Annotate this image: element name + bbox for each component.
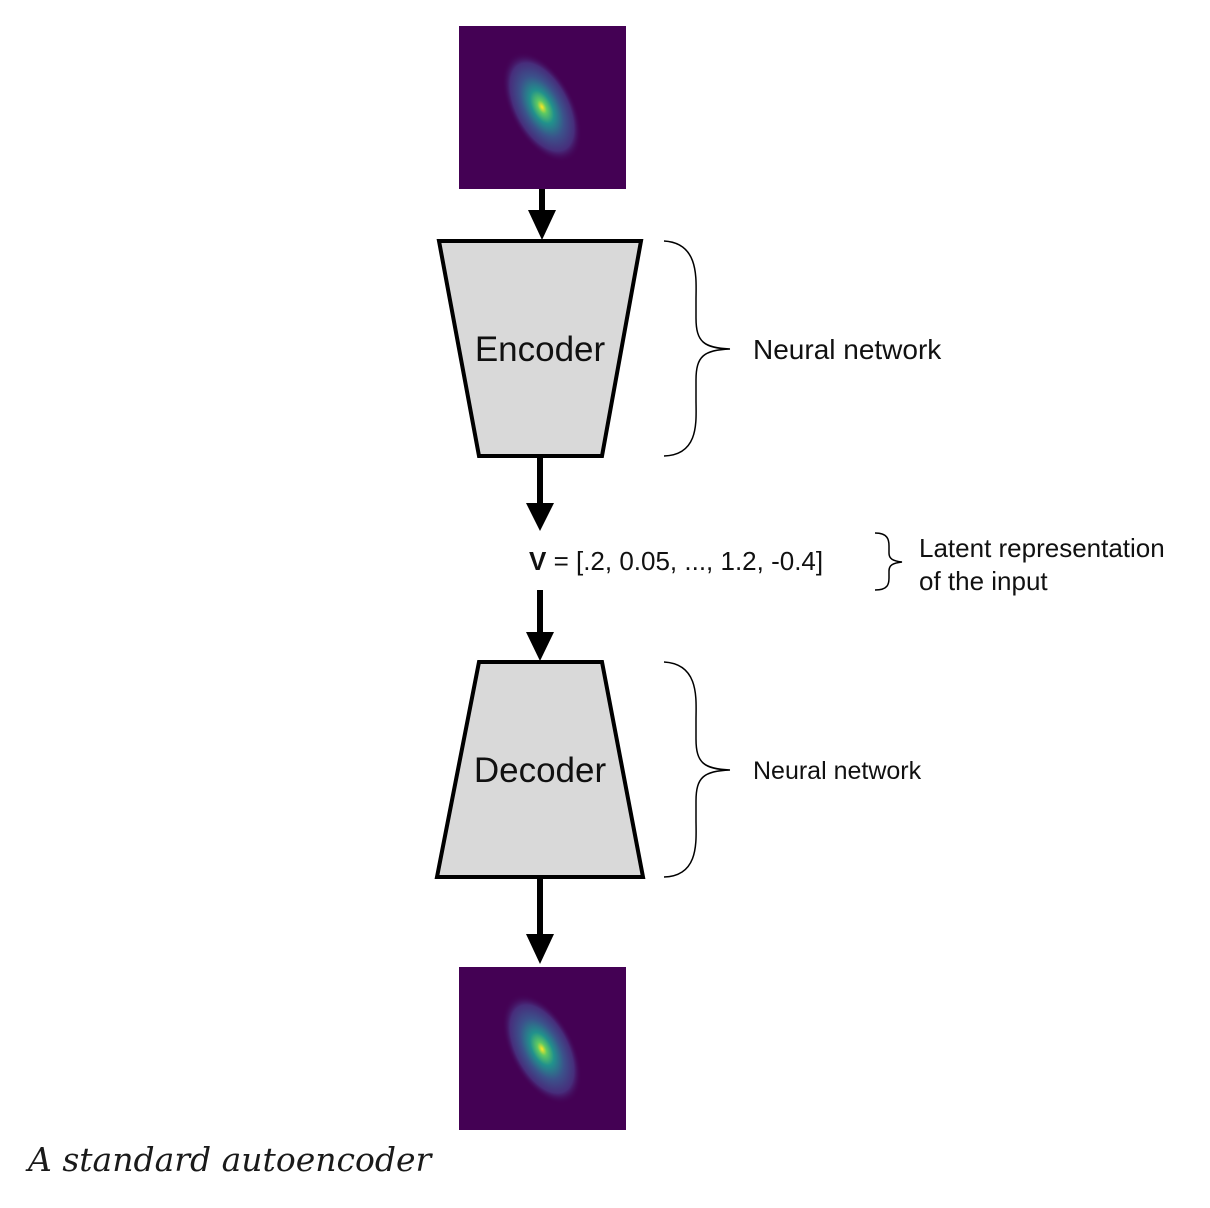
output-image — [459, 967, 626, 1130]
latent-vector: V = [.2, 0.05, ..., 1.2, -0.4] — [529, 546, 823, 576]
decoder-label: Decoder — [474, 751, 607, 790]
arrow-latent-to-decoder — [526, 590, 554, 661]
encoder-brace — [663, 240, 731, 457]
latent-label-line1: Latent representation — [919, 533, 1165, 563]
latent-brace — [874, 532, 903, 591]
arrow-input-to-encoder — [528, 189, 556, 240]
encoder-brace-label: Neural network — [753, 334, 942, 365]
latent-vector-symbol: V — [529, 546, 547, 576]
input-image — [459, 26, 626, 189]
decoder-brace — [663, 661, 731, 878]
arrow-encoder-to-latent — [526, 456, 554, 531]
figure-caption: A standard autoencoder — [28, 1140, 432, 1179]
latent-vector-values: = [.2, 0.05, ..., 1.2, -0.4] — [546, 546, 823, 576]
decoder-brace-label: Neural network — [753, 757, 922, 785]
latent-label-line2: of the input — [919, 566, 1048, 596]
decoder-block: Decoder — [434, 660, 646, 879]
encoder-block: Encoder — [436, 239, 644, 458]
encoder-label: Encoder — [475, 330, 606, 369]
arrow-decoder-to-output — [526, 877, 554, 964]
